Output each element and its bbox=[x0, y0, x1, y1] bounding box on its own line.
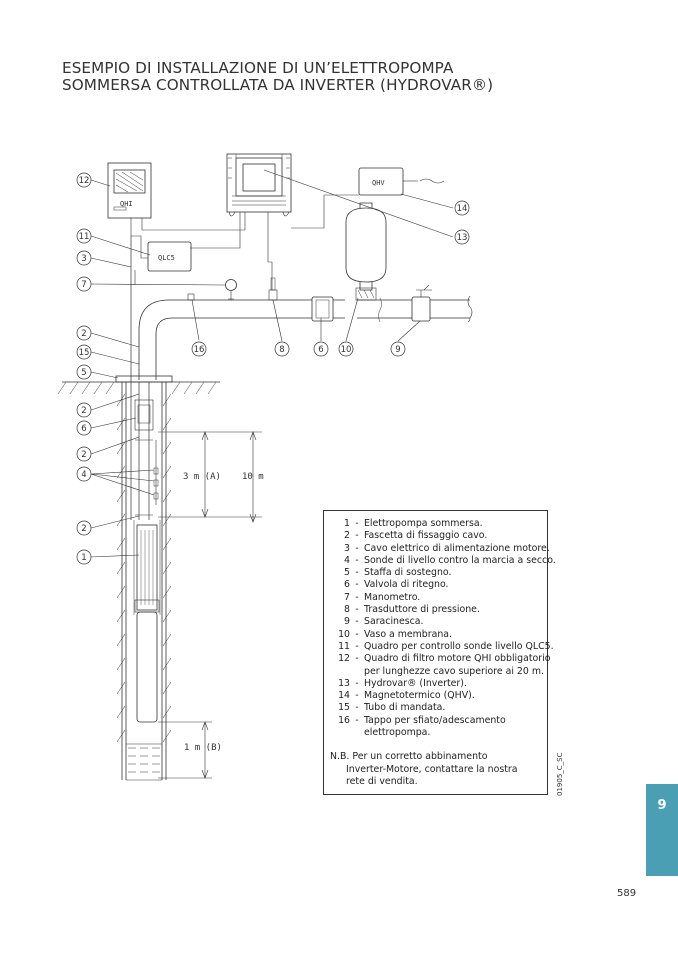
legend-item: 5-Staffa di sostegno. bbox=[344, 567, 452, 579]
callout-13 bbox=[454, 229, 470, 245]
well-casing bbox=[115, 375, 173, 781]
callout-16-text: 16 bbox=[194, 345, 205, 355]
callout-2b bbox=[76, 402, 92, 418]
legend-item: 14-Magnetotermico (QHV). bbox=[338, 690, 475, 702]
legend-note-line-2: Inverter-Motore, contattare la nostra bbox=[346, 763, 518, 775]
legend-item: 12-Quadro di filtro motore QHI obbligato… bbox=[338, 653, 551, 665]
pressure-transducer bbox=[268, 277, 278, 301]
chapter-tab: 9 bbox=[646, 784, 678, 876]
qlc5-panel bbox=[147, 241, 192, 272]
callout-9-text: 9 bbox=[395, 345, 400, 355]
qlc5-label: QLC5 bbox=[158, 254, 175, 262]
callout-14 bbox=[454, 200, 470, 216]
legend-item: 15-Tubo di mandata. bbox=[338, 702, 446, 714]
riser-pipe bbox=[134, 382, 154, 520]
manometer bbox=[225, 279, 237, 300]
callout-11 bbox=[76, 228, 92, 244]
callout-2a-text: 2 bbox=[81, 329, 86, 339]
callout-15 bbox=[76, 344, 92, 360]
callout-12 bbox=[76, 172, 92, 188]
legend-item: 13-Hydrovar® (Inverter). bbox=[338, 677, 467, 689]
callout-10 bbox=[338, 341, 354, 357]
dim-10m-label: 10 m bbox=[242, 472, 264, 482]
membrane-tank bbox=[345, 202, 387, 301]
callout-7-text: 7 bbox=[81, 280, 86, 290]
callout-8 bbox=[274, 341, 290, 357]
callout-12-text: 12 bbox=[79, 176, 90, 186]
level-probes bbox=[153, 440, 159, 505]
callout-7 bbox=[76, 276, 92, 292]
callout-2c bbox=[76, 446, 92, 462]
callout-6a-text: 6 bbox=[81, 424, 86, 434]
dim-1m-label: 1 m (B) bbox=[184, 743, 222, 753]
legend-item: 2-Fascetta di fissaggio cavo. bbox=[344, 530, 488, 542]
callout-1 bbox=[76, 549, 92, 565]
callout-11-text: 11 bbox=[79, 232, 90, 242]
hydrovar-inverter bbox=[226, 153, 292, 217]
callout-3 bbox=[76, 250, 92, 266]
callout-3-text: 3 bbox=[81, 254, 86, 264]
legend-item: 16-Tappo per sfiato/adescamento bbox=[338, 714, 506, 726]
legend-box: 1-Elettropompa sommersa. 2-Fascetta di f… bbox=[323, 510, 556, 795]
legend-item: 3-Cavo elettrico di alimentazione motore… bbox=[344, 542, 550, 554]
legend-item: 6-Valvola di ritegno. bbox=[344, 579, 449, 591]
callout-1-text: 1 bbox=[81, 553, 86, 563]
legend-item: 9-Saracinesca. bbox=[344, 616, 424, 628]
callout-2a bbox=[76, 325, 92, 341]
callout-2d bbox=[76, 520, 92, 536]
page-title-line-2: SOMMERSA CONTROLLATA DA INVERTER (HYDROV… bbox=[62, 76, 494, 94]
callout-15-text: 15 bbox=[79, 348, 90, 358]
legend-note-line-3: rete di vendita. bbox=[346, 775, 418, 787]
callout-4-text: 4 bbox=[81, 470, 86, 480]
callout-leaders bbox=[90, 169, 454, 558]
dimension-lines bbox=[158, 431, 262, 779]
callout-13-text: 13 bbox=[457, 233, 468, 243]
chapter-number: 9 bbox=[657, 798, 667, 813]
drawing-code: 01905_C_SC bbox=[556, 752, 564, 797]
check-valve-pipe bbox=[311, 296, 334, 322]
callout-5 bbox=[76, 364, 92, 380]
legend-item: 10-Vaso a membrana. bbox=[338, 628, 453, 640]
qhv-switch bbox=[358, 167, 445, 196]
callout-4 bbox=[76, 466, 92, 482]
callout-2d-text: 2 bbox=[81, 524, 86, 534]
legend-item: 4-Sonde di livello contro la marcia a se… bbox=[344, 554, 556, 566]
page-title-line-1: ESEMPIO DI INSTALLAZIONE DI UN’ELETTROPO… bbox=[62, 59, 454, 77]
callout-6a bbox=[76, 420, 92, 436]
legend-item-continuation: per lunghezze cavo superiore ai 20 m. bbox=[364, 665, 544, 677]
callout-14-text: 14 bbox=[457, 204, 468, 214]
submersible-pump bbox=[133, 520, 161, 723]
qhv-label: QHV bbox=[372, 179, 385, 187]
callout-16 bbox=[191, 341, 207, 357]
callout-10-text: 10 bbox=[341, 345, 352, 355]
callout-6b bbox=[313, 341, 329, 357]
callout-8-text: 8 bbox=[279, 345, 284, 355]
callout-9 bbox=[390, 341, 406, 357]
gate-valve bbox=[411, 284, 432, 322]
callout-5-text: 5 bbox=[81, 368, 86, 378]
legend-item-continuation: elettropompa. bbox=[364, 727, 431, 739]
page-title: ESEMPIO DI INSTALLAZIONE DI UN’ELETTROPO… bbox=[62, 60, 493, 94]
page-number: 589 bbox=[617, 888, 637, 899]
legend-item: 7-Manometro. bbox=[344, 591, 421, 603]
qhi-cabinet bbox=[107, 162, 152, 219]
dim-3m-label: 3 m (A) bbox=[183, 472, 221, 482]
qhi-label: QHI bbox=[120, 200, 133, 208]
callout-2b-text: 2 bbox=[81, 406, 86, 416]
legend-item: 8-Trasduttore di pressione. bbox=[344, 604, 480, 616]
legend-note: N.B. Per un corretto abbinamento bbox=[330, 751, 488, 763]
callout-2c-text: 2 bbox=[81, 450, 86, 460]
callout-6b-text: 6 bbox=[318, 345, 323, 355]
legend-item: 11-Quadro per controllo sonde livello QL… bbox=[338, 640, 554, 652]
delivery-pipe bbox=[138, 295, 473, 380]
legend-item: 1-Elettropompa sommersa. bbox=[344, 518, 483, 529]
vent-plug bbox=[187, 293, 195, 301]
